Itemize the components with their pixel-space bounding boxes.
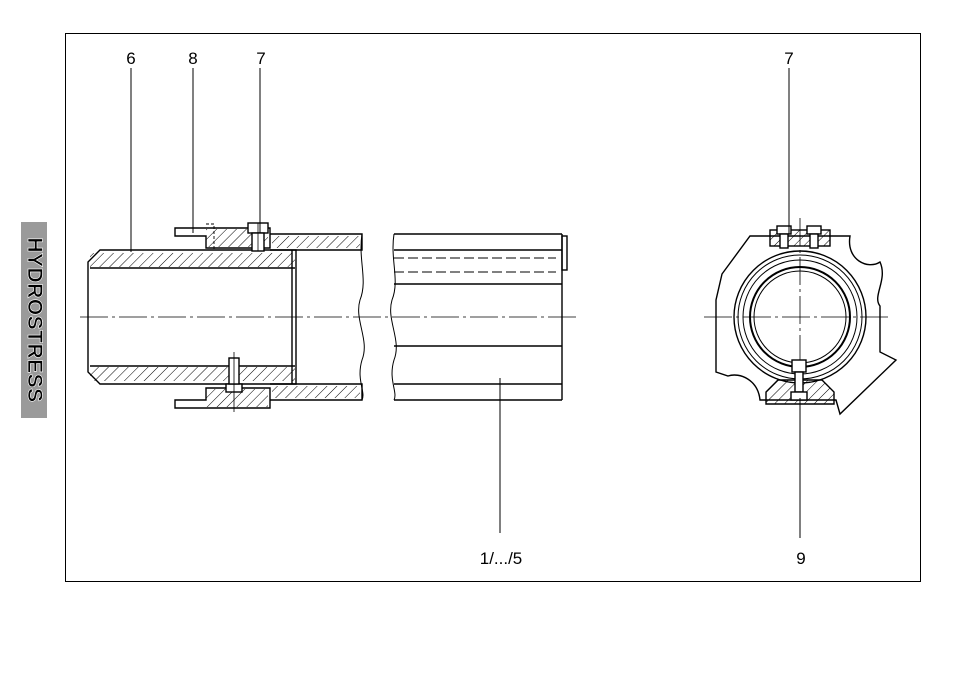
label-part-1-5: 1/.../5 <box>480 549 523 568</box>
side-section-view <box>80 68 577 533</box>
bottom-screw-part-9 <box>766 360 834 404</box>
label-part-8: 8 <box>188 49 197 68</box>
outer-tube-bottom <box>270 384 362 400</box>
top-screws-part-7 <box>770 226 830 248</box>
label-part-6: 6 <box>126 49 135 68</box>
outer-tube-top <box>270 234 362 250</box>
label-part-7-left: 7 <box>256 49 265 68</box>
label-part-7-right: 7 <box>784 49 793 68</box>
front-section-view <box>704 68 896 538</box>
label-part-9: 9 <box>796 549 805 568</box>
clamp-ring-bottom <box>175 388 270 408</box>
